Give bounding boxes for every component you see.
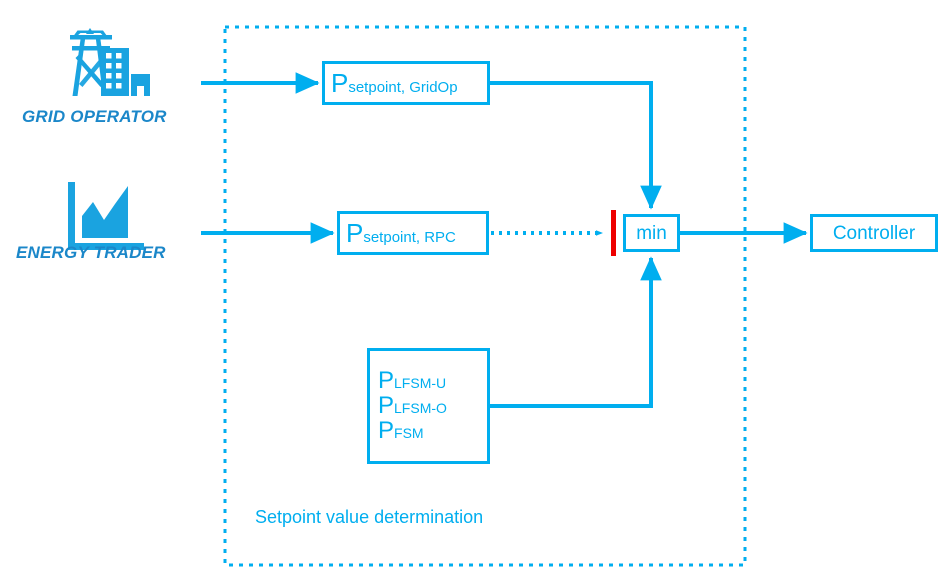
block-p-setpoint-rpc[interactable]: Psetpoint, RPC [337, 211, 489, 255]
block-line-lfsm-u: PLFSM-U [378, 367, 447, 394]
block-p-lfsm-fsm[interactable]: PLFSM-U PLFSM-O PFSM [367, 348, 490, 464]
market-chart-icon [66, 180, 150, 258]
transmission-tower-building-icon [64, 22, 154, 102]
block-subscript: FSM [394, 425, 424, 441]
block-subscript: LFSM-O [394, 400, 447, 416]
energy-trader-label: ENERGY TRADER [16, 243, 166, 262]
block-subscript: LFSM-U [394, 375, 447, 391]
setpoint-region-border [223, 25, 747, 567]
block-min[interactable]: min [623, 214, 680, 252]
setpoint-region-caption: Setpoint value determination [255, 507, 484, 527]
block-symbol: Psetpoint, RPC [346, 218, 456, 248]
wire-lfsm-to-min [490, 256, 662, 408]
block-min-label: min [636, 222, 667, 244]
block-symbol: Psetpoint, GridOp [331, 68, 458, 98]
block-p-setpoint-gridop[interactable]: Psetpoint, GridOp [322, 61, 490, 105]
block-line-fsm: PFSM [378, 417, 424, 444]
grid-operator-label: GRID OPERATOR [22, 107, 167, 126]
block-line-lfsm-o: PLFSM-O [378, 392, 447, 419]
block-subscript: setpoint, RPC [363, 229, 456, 246]
block-controller-label: Controller [832, 222, 916, 244]
block-controller[interactable]: Controller [810, 214, 938, 252]
block-subscript: setpoint, GridOp [348, 79, 458, 96]
blocking-bar-indicator [611, 210, 616, 256]
wire-setpoint-gridop-to-min [490, 81, 662, 210]
